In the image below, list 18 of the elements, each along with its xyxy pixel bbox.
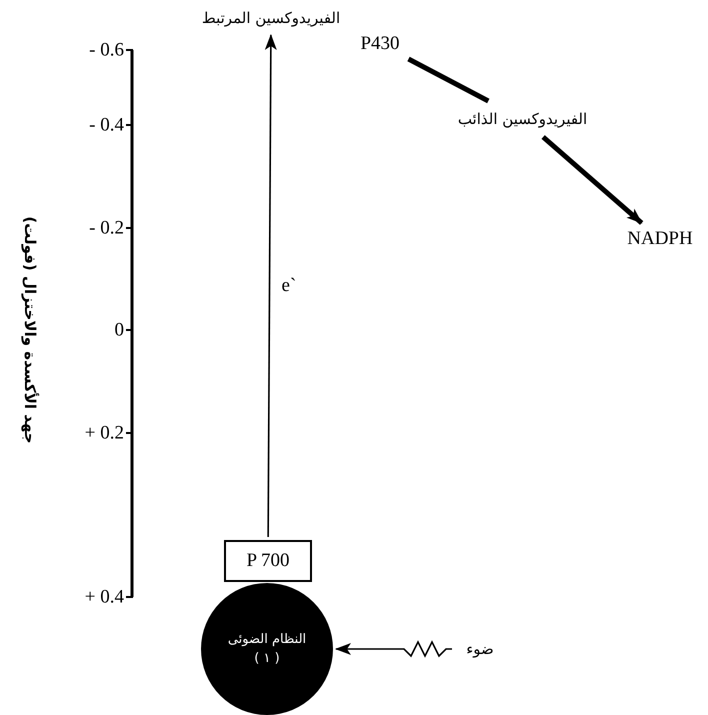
connector-line — [407, 56, 490, 104]
label-box: P 700 — [224, 540, 312, 582]
node-label: ضوء — [455, 635, 505, 663]
node-label: P430 — [350, 32, 410, 56]
node-label: NADPH — [615, 226, 705, 252]
tick-label: + 0.4 — [84, 588, 124, 606]
tick-label: - 0.6 — [89, 40, 124, 60]
tick-label: + 0.2 — [84, 424, 124, 442]
tick-label: 0 — [114, 320, 124, 340]
arrow — [264, 34, 277, 537]
tick-label: - 0.4 — [89, 116, 124, 134]
axis-title: جهد الأكسدة والاختزال (فولت) — [21, 216, 39, 444]
tick-label: - 0.2 — [89, 218, 124, 238]
node-label: الفيريدوكسين المرتبط — [188, 4, 354, 32]
arrow — [335, 640, 452, 658]
node-label: الفيريدوكسين الذائب — [440, 104, 605, 134]
photosystem-circle: النظام الضوئى ( ١ ) — [201, 583, 333, 715]
arrow — [541, 135, 644, 225]
